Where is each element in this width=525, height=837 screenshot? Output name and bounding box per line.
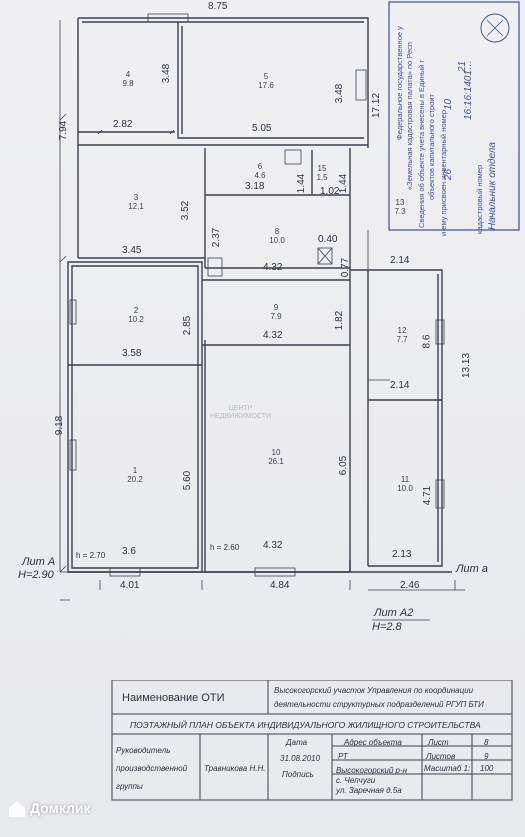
dim-0-40: 0.40 [318,234,338,245]
dim-5-05: 5.05 [252,123,272,134]
sheets-label: Листов [426,752,456,761]
lit-a2-label: Лит А2 [374,607,414,619]
ceiling-h-2-60: h = 2.60 [210,543,240,552]
stamp-handwriting-2: 26 [443,168,454,180]
dim-4-71: 4.71 [422,485,434,506]
lit-a-label: Лит А [22,556,56,568]
dim-4-84: 4.84 [270,580,290,591]
stamp-frame [388,1,520,231]
lit-small-a-label: Лит а [456,563,488,575]
ceiling-h-2-70: h = 2.70 [76,551,106,560]
dim-9-18: 9.18 [54,415,66,436]
dim-2-37: 2.37 [211,227,223,248]
lit-a-height: H=2.90 [18,569,54,581]
title-org-line-2: деятельности структурных подразделений Р… [274,700,484,709]
dim-1-44a: 1.44 [296,173,308,194]
dim-1-02: 1.02 [320,186,340,197]
head-line-1: Руководитель [116,746,171,755]
agency-watermark: ЦЕНТР НЕДВИЖИМОСТИ [210,405,272,420]
cadastral-stamp: Федеральное государственное у «Земельная… [383,0,525,236]
title-name-label: Наименование ОТИ [122,692,225,704]
stamp-handwriting-5: 21 [457,60,468,72]
plan-title: ПОЭТАЖНЫЙ ПЛАН ОБЪЕКТА ИНДИВИДУАЛЬНОГО Ж… [130,720,481,730]
dim-8-6: 8.6 [421,334,433,349]
date-label: Дата [286,738,308,747]
dim-6-05: 6.05 [338,455,350,476]
dim-17-12: 17.12 [371,92,383,119]
address-region: РТ [338,752,348,761]
domclick-logo-icon [9,801,25,817]
dim-2-46: 2.46 [400,580,420,591]
dim-2-14a: 2.14 [390,255,410,266]
date-value: 31.08.2010 [280,754,321,763]
dim-13-13: 13.13 [461,352,473,379]
dim-2-13: 2.13 [392,549,412,560]
dim-7-94: 7.94 [58,120,70,141]
sign-label: Подпись [282,770,314,779]
dim-0-77: 0.77 [340,257,352,278]
dim-1-82: 1.82 [334,310,346,331]
title-block-grid [111,680,513,801]
sheets-value: 9 [484,752,489,761]
address-line-1: Высокогорский р-н [336,766,408,775]
dim-1-44b: 1.44 [338,173,350,194]
scale-label: Масштаб 1: [424,764,471,773]
dim-2-14b: 2.14 [390,380,410,391]
stamp-line-3: Сведения об объекте учета внесены в Един… [417,59,426,228]
address-label: Адрес объекта [344,738,402,747]
stamp-handwriting-4: Начальник отдела [487,142,498,230]
dim-2-85: 2.85 [182,315,194,336]
stamp-line-2: «Земельная кадастровая палата» по Респ [405,42,414,190]
title-block: Наименование ОТИ Высокогорский участок У… [100,680,515,805]
head-line-2: производственной [116,764,188,773]
dim-4-01: 4.01 [120,580,140,591]
stamp-handwriting-3: 10 [443,98,454,110]
person-name: Травникова Н.Н. [204,764,266,773]
brand-name: Домклик [30,800,91,816]
dim-3-45: 3.45 [122,245,142,256]
stamp-line-1: Федеральное государственное у [395,26,404,140]
dim-3-6: 3.6 [122,546,136,557]
address-line-2: с. Чепчуги [336,776,376,785]
stamp-line-4: объектов капитального строит [427,94,436,200]
dim-3-18: 3.18 [245,181,265,192]
stamp-line-6: кадастровый номер [475,164,484,234]
lit-a2-height: H=2.8 [372,621,402,633]
scale-value: 100 [480,764,494,773]
dim-3-52: 3.52 [180,200,192,221]
head-line-3: группы [116,782,143,791]
dim-4-32a: 4.32 [263,262,283,273]
dim-5-60: 5.60 [182,470,194,491]
title-org-line-1: Высокогорский участок Управления по коор… [274,686,474,695]
sheet-label: Лист [428,738,449,747]
dim-2-82: 2.82 [113,119,133,130]
dim-4-32c: 4.32 [263,540,283,551]
sheet-value: 8 [484,738,489,747]
address-line-3: ул. Заречная д.5а [336,786,402,795]
dim-3-48b: 3.48 [334,83,346,104]
dim-4-32b: 4.32 [263,330,283,341]
dim-3-48a: 3.48 [161,63,173,84]
dim-top-width: 8.75 [208,1,228,12]
dim-3-58: 3.58 [122,348,142,359]
